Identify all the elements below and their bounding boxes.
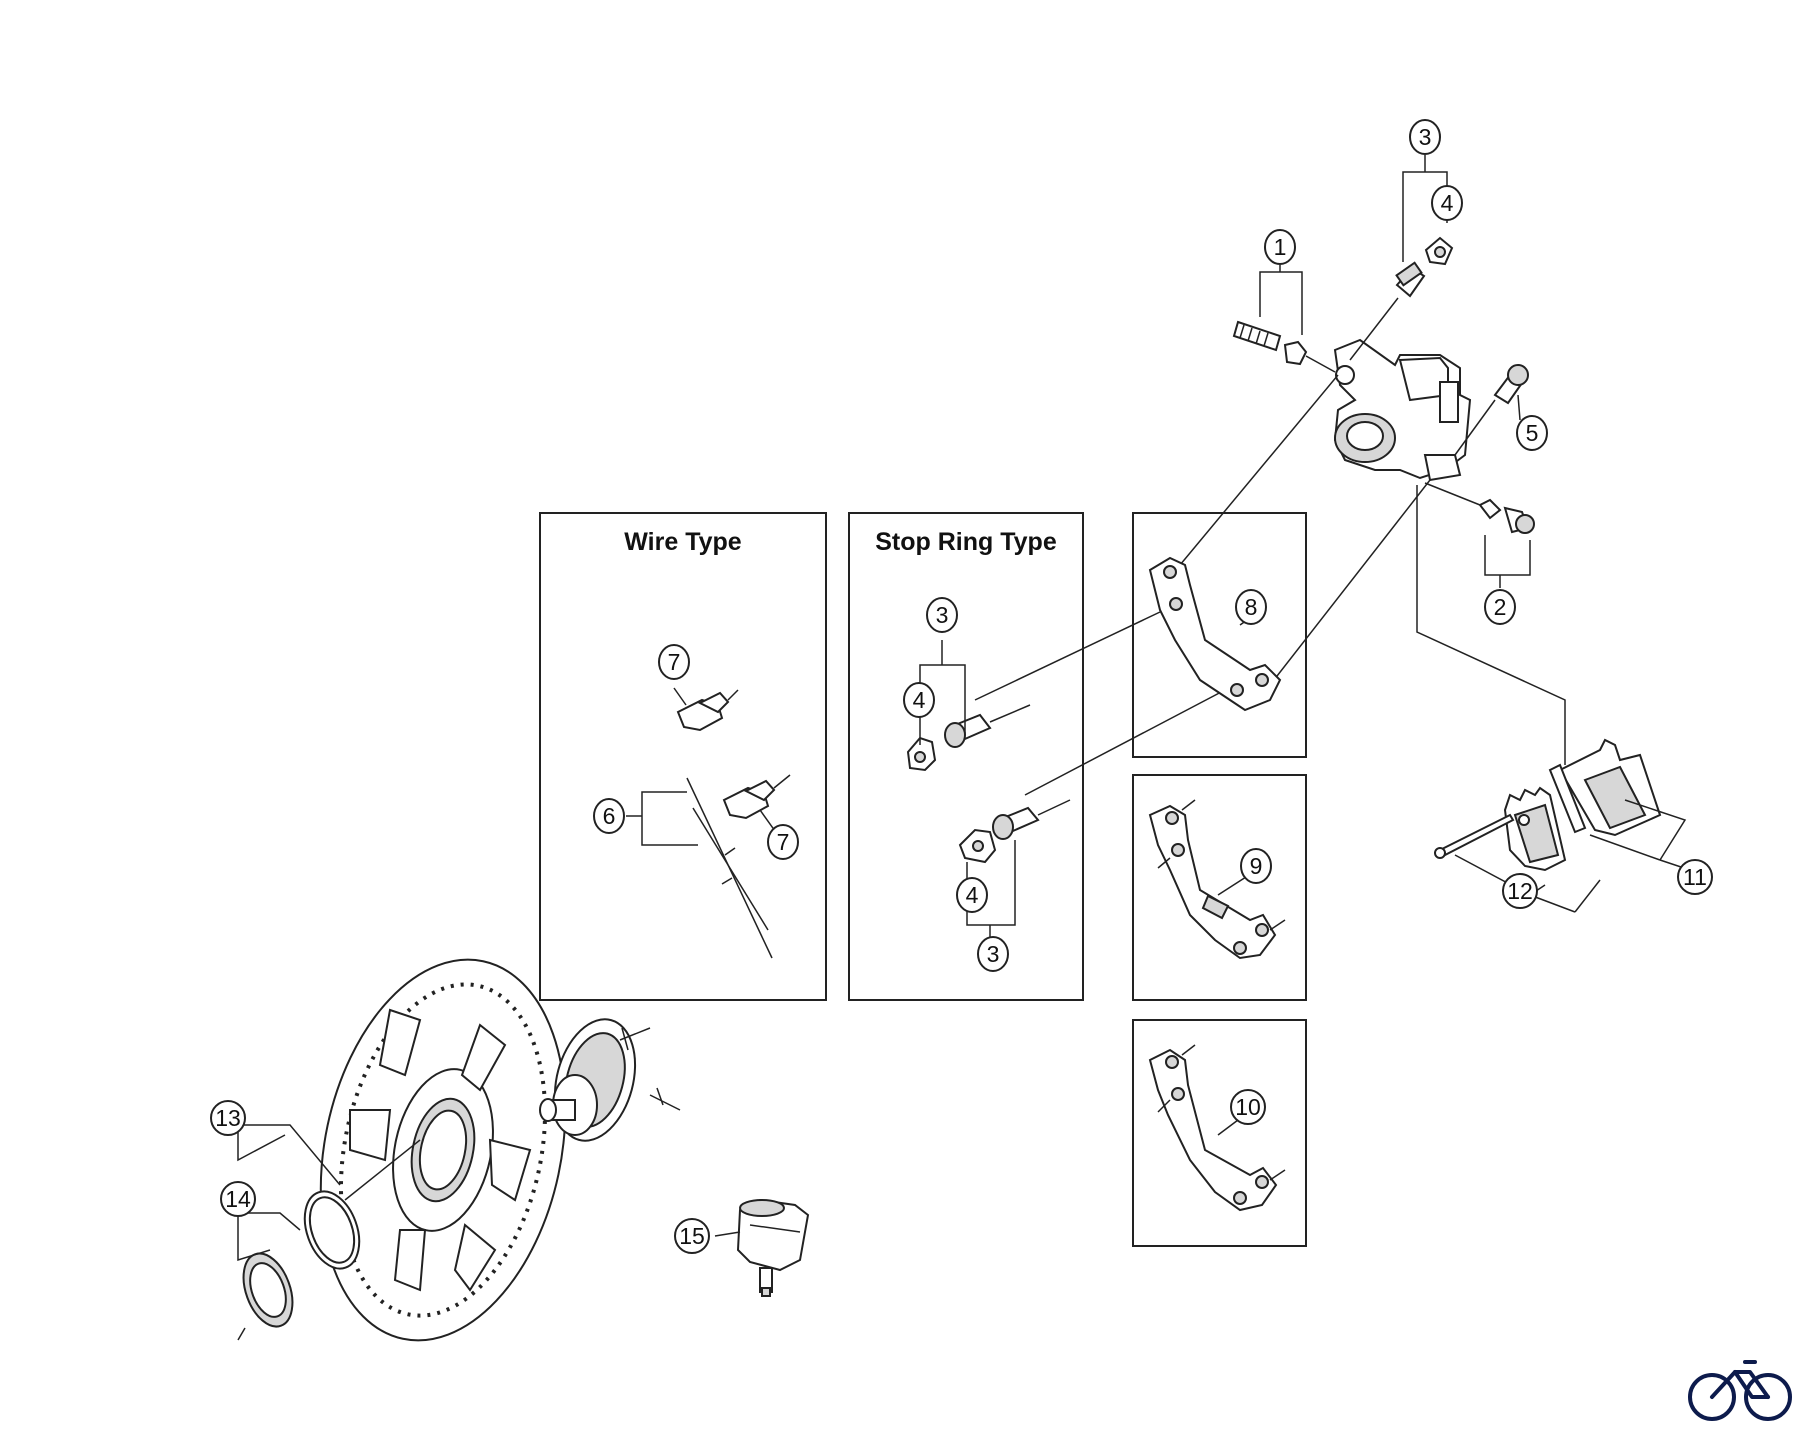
svg-text:12: 12 xyxy=(1507,878,1533,904)
callout-3-top: 3 xyxy=(1409,119,1441,155)
adapter-10-box xyxy=(1132,1019,1307,1247)
callout-11: 11 xyxy=(1677,859,1713,895)
svg-text:10: 10 xyxy=(1235,1094,1261,1120)
callout-4-top: 4 xyxy=(1431,185,1463,221)
part-2-bolt-and-washer xyxy=(1424,482,1535,534)
part-6-leader xyxy=(641,791,698,846)
part-5-bolt xyxy=(1454,364,1529,456)
part-15-lockring-tool xyxy=(714,1198,810,1297)
callout-3-stopring-upper: 3 xyxy=(926,597,958,633)
callout-2: 2 xyxy=(1484,589,1516,625)
part-7-bolt-lower xyxy=(722,774,791,839)
callout-7-upper: 7 xyxy=(658,644,690,680)
part-6-inner-wire xyxy=(686,777,773,959)
part-11-brake-pad xyxy=(1548,738,1662,837)
caliper-body xyxy=(1333,338,1472,482)
svg-text:3: 3 xyxy=(936,602,949,628)
wire-type-title: Wire Type xyxy=(624,528,741,556)
caliper-to-adapter-lines xyxy=(974,374,1431,796)
hub-body xyxy=(539,1018,681,1142)
svg-text:3: 3 xyxy=(987,941,1000,967)
svg-text:7: 7 xyxy=(777,829,790,855)
part-7-bolt-upper xyxy=(673,687,739,732)
svg-text:5: 5 xyxy=(1526,420,1539,446)
callout-15: 15 xyxy=(674,1218,710,1254)
part-1-bolt-and-nut xyxy=(1232,320,1336,373)
svg-text:9: 9 xyxy=(1250,853,1263,879)
callout-4-stopring-upper: 4 xyxy=(903,682,935,718)
callout-5: 5 xyxy=(1516,415,1548,451)
part-3-bolt-top xyxy=(1349,261,1426,361)
callout-14: 14 xyxy=(220,1181,256,1217)
callout-3-stopring-lower: 3 xyxy=(977,936,1009,972)
svg-text:4: 4 xyxy=(966,882,979,908)
caliper-leader-lines xyxy=(1259,155,1566,765)
part-13-disc-rotor xyxy=(319,958,567,1342)
svg-text:13: 13 xyxy=(215,1105,241,1131)
wire-type-box: Wire Type xyxy=(539,512,827,1001)
callout-12: 12 xyxy=(1502,873,1538,909)
stop-ring-type-title: Stop Ring Type xyxy=(875,528,1057,556)
part-8-mount-adapter xyxy=(1148,556,1282,712)
part-14-lockring xyxy=(237,1190,361,1341)
part-4-stop-ring-upper xyxy=(906,736,937,772)
stop-ring-type-box: Stop Ring Type xyxy=(848,512,1084,1001)
svg-text:4: 4 xyxy=(913,687,926,713)
svg-text:15: 15 xyxy=(679,1223,705,1249)
part-4-washer-top xyxy=(1424,236,1454,266)
part-10-mount-adapter xyxy=(1148,1044,1286,1212)
callout-13: 13 xyxy=(210,1100,246,1136)
svg-text:1: 1 xyxy=(1274,234,1287,260)
callout-6: 6 xyxy=(593,798,625,834)
callout-4-stopring-lower: 4 xyxy=(956,877,988,913)
callout-7-lower: 7 xyxy=(767,824,799,860)
part-9-mount-adapter xyxy=(1148,799,1286,960)
callout-8: 8 xyxy=(1235,589,1267,625)
svg-text:8: 8 xyxy=(1245,594,1258,620)
adapter-9-box xyxy=(1132,774,1307,1001)
callout-1: 1 xyxy=(1264,229,1296,265)
bicycle-logo-icon xyxy=(1688,1360,1792,1421)
part-4-stop-ring-lower xyxy=(958,828,997,864)
svg-text:4: 4 xyxy=(1441,190,1454,216)
svg-text:7: 7 xyxy=(668,649,681,675)
part-3-bolt-lower xyxy=(992,799,1071,840)
svg-text:11: 11 xyxy=(1683,864,1707,890)
part-3-bolt-upper xyxy=(944,704,1031,748)
svg-text:3: 3 xyxy=(1419,124,1432,150)
svg-text:14: 14 xyxy=(225,1186,251,1212)
part-12-brake-pad xyxy=(1434,786,1567,872)
adapter-8-box xyxy=(1132,512,1307,758)
svg-text:2: 2 xyxy=(1494,594,1507,620)
svg-text:6: 6 xyxy=(603,803,616,829)
callout-10: 10 xyxy=(1230,1089,1266,1125)
callout-9: 9 xyxy=(1240,848,1272,884)
